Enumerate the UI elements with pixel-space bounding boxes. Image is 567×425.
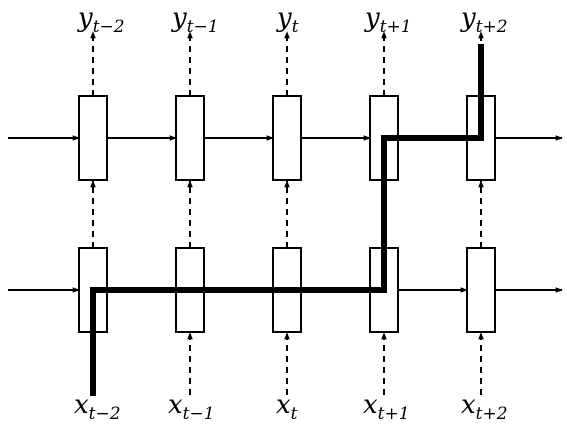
top-layer-cell — [175, 95, 205, 181]
input-label: xt−2 — [74, 390, 121, 424]
input-label: xt — [276, 390, 298, 424]
top-layer-cell — [272, 95, 302, 181]
output-label: yt — [276, 3, 299, 37]
output-label: yt+1 — [364, 3, 412, 37]
output-labels: yt−2 yt−1 yt yt+1 yt+2 — [77, 3, 508, 37]
top-layer-cell — [78, 95, 108, 181]
output-label: yt+2 — [460, 3, 508, 37]
output-label: yt−1 — [171, 3, 219, 37]
input-label: xt−1 — [168, 390, 215, 424]
dashed-connections — [90, 31, 484, 395]
input-label: xt+2 — [461, 390, 508, 424]
output-label: yt−2 — [77, 3, 125, 37]
input-label: xt+1 — [363, 390, 410, 424]
bottom-layer-cell — [466, 247, 496, 333]
highlighted-path — [90, 44, 484, 396]
highlight-path-line — [90, 44, 484, 396]
input-labels: xt−2 xt−1 xt xt+1 xt+2 — [74, 390, 508, 424]
